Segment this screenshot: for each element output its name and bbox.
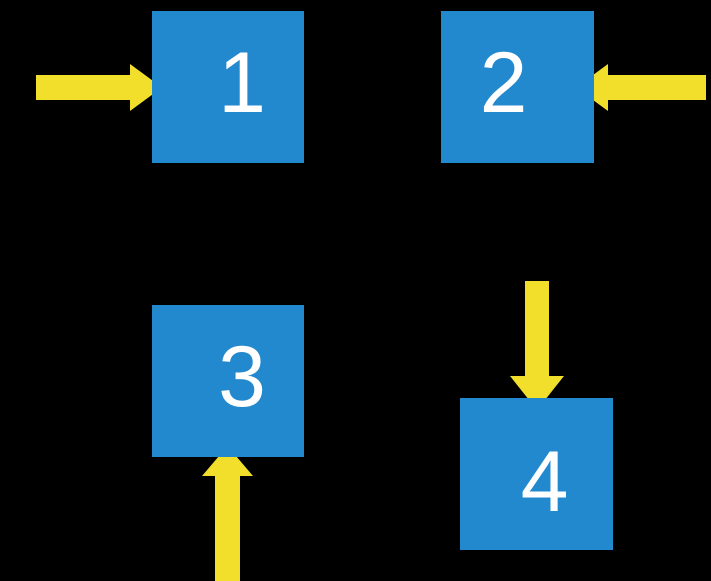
arrow-left-icon: [576, 64, 706, 111]
arrow-right-icon: [36, 64, 162, 111]
node-label-3: 3: [218, 329, 266, 425]
node-label-4: 4: [520, 434, 569, 530]
node-box-2[interactable]: 2: [441, 11, 594, 163]
arrow-down-icon: [510, 281, 564, 410]
node-box-1[interactable]: 1: [152, 11, 304, 163]
node-label-2: 2: [479, 35, 528, 131]
node-box-3[interactable]: 3: [152, 305, 304, 457]
arrow-up-icon: [202, 446, 253, 581]
node-box-4[interactable]: 4: [460, 398, 613, 550]
node-label-1: 1: [218, 35, 266, 131]
